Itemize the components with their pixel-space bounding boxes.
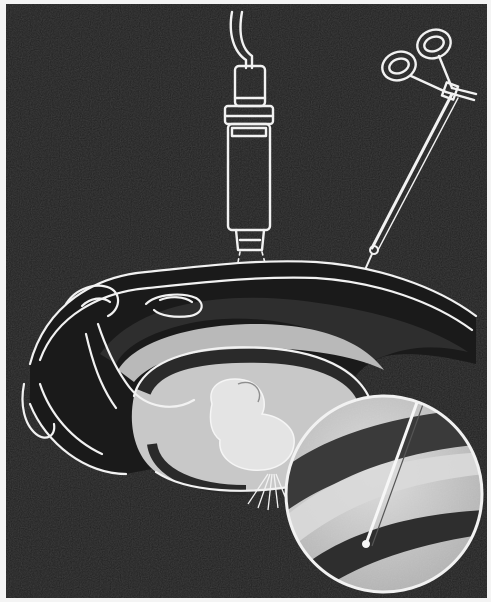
- ultrasound-guided-needle-illustration: [6, 4, 487, 598]
